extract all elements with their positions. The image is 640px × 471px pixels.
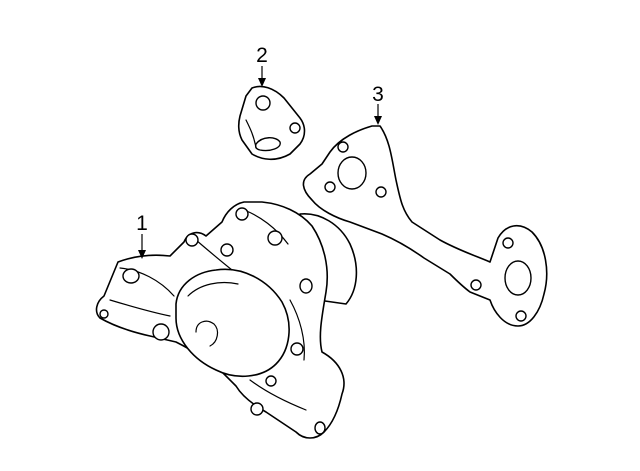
pump-boss-7 xyxy=(299,278,313,294)
pulley-rim xyxy=(187,281,239,297)
pump-casting-line-1 xyxy=(119,267,175,297)
pump-boss-6 xyxy=(267,230,283,246)
pump-boss-3 xyxy=(185,233,199,247)
gasket-bolt-hole-5 xyxy=(470,279,482,291)
gasket-bolt-hole-1 xyxy=(324,181,336,193)
gasket-bolt-hole-3 xyxy=(375,186,387,198)
gasket-large-hole-left xyxy=(337,156,367,190)
gasket-large-hole-right xyxy=(504,260,532,296)
pump-boss-4 xyxy=(235,207,249,221)
bracket-outline xyxy=(237,85,306,161)
gasket-bolt-hole-6 xyxy=(515,310,527,322)
callout-1-label: 1 xyxy=(136,212,148,235)
pump-casting-line-3 xyxy=(195,239,233,271)
pulley-hub-arc xyxy=(195,320,219,347)
bracket-slot xyxy=(254,137,281,152)
pump-boss-12 xyxy=(99,309,109,319)
bracket-small-hole xyxy=(289,122,301,134)
pump-casting-line-2 xyxy=(109,299,171,317)
pump-boss-8 xyxy=(290,342,304,356)
pump-boss-11 xyxy=(314,421,326,435)
pump-boss-5 xyxy=(220,243,234,257)
leader-1 xyxy=(138,234,146,259)
pump-pulley xyxy=(175,268,290,378)
gasket-bolt-hole-2 xyxy=(337,141,349,153)
callout-2-label: 2 xyxy=(256,44,268,67)
gasket-bolt-hole-4 xyxy=(502,237,514,249)
leader-3 xyxy=(374,104,382,125)
pump-boss-2 xyxy=(152,323,170,341)
bracket-part[interactable] xyxy=(237,85,306,161)
pump-boss-1 xyxy=(122,268,140,284)
callout-3-label: 3 xyxy=(372,83,384,106)
pump-casting-line-5 xyxy=(249,379,307,411)
pump-boss-9 xyxy=(265,375,277,387)
gasket-part[interactable] xyxy=(302,125,548,327)
pump-boss-10 xyxy=(250,402,264,416)
bracket-bolt-hole xyxy=(255,95,271,111)
leader-2 xyxy=(258,66,266,87)
water-pump-part[interactable] xyxy=(95,201,358,439)
pump-casting-line-4 xyxy=(289,299,305,361)
